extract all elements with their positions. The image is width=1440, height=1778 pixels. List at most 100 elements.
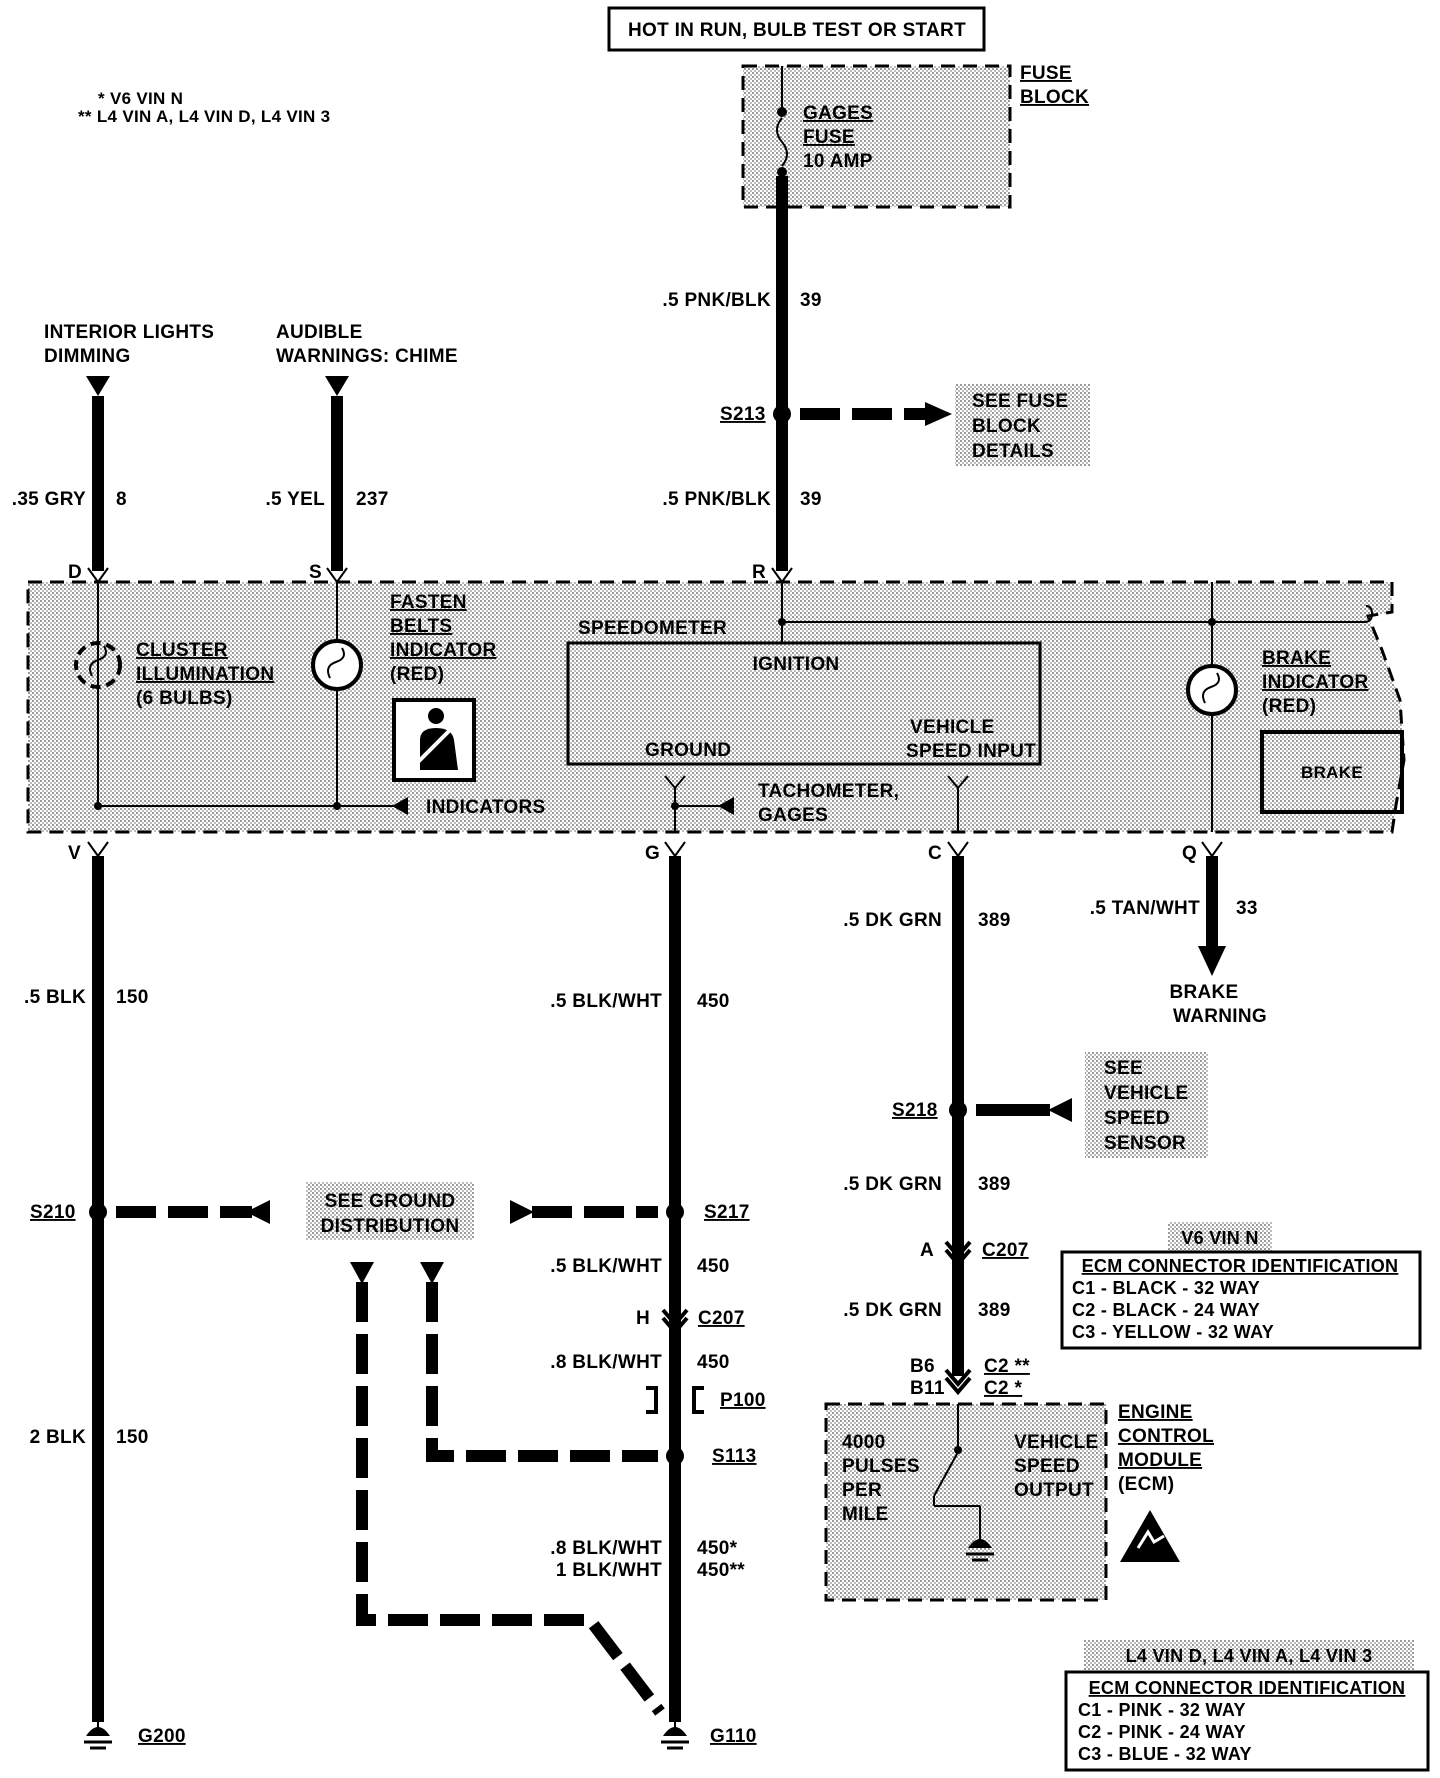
gages-fuse-label-1: GAGES bbox=[803, 103, 873, 124]
wire-389-size-2: .5 DK GRN bbox=[843, 1174, 942, 1195]
ecm-id-v6-row-1: C1 - BLACK - 32 WAY bbox=[1072, 1278, 1260, 1298]
instrument-cluster bbox=[26, 580, 1406, 834]
cluster-junction-1 bbox=[94, 802, 102, 810]
speedometer-label: SPEEDOMETER bbox=[578, 618, 727, 639]
see-ground-label-1: SEE GROUND bbox=[325, 1191, 456, 1212]
pin-s: S bbox=[309, 562, 322, 583]
wire-39-size-1: .5 PNK/BLK bbox=[662, 290, 771, 311]
wire-8-circuit: 8 bbox=[116, 489, 127, 510]
interior-lights-label-2: DIMMING bbox=[44, 346, 131, 367]
gages-fuse-rating: 10 AMP bbox=[803, 151, 873, 172]
wire-150-circuit-2: 150 bbox=[116, 1427, 149, 1448]
wire-237-size: .5 YEL bbox=[265, 489, 325, 510]
fasten-belts-label-3: INDICATOR bbox=[390, 640, 497, 661]
brake-indicator-bulb-icon bbox=[1186, 664, 1238, 716]
wire-150-size-1: .5 BLK bbox=[24, 987, 86, 1008]
wire-389-circuit-2: 389 bbox=[978, 1174, 1011, 1195]
wire-389-size-1: .5 DK GRN bbox=[843, 910, 942, 931]
pin-c: C bbox=[928, 843, 942, 864]
ecm-pulses-1: 4000 bbox=[842, 1432, 885, 1453]
wire-150-circuit-1: 150 bbox=[116, 987, 149, 1008]
pin-g: G bbox=[645, 843, 660, 864]
ground-dist-to-g110 bbox=[356, 1282, 665, 1716]
wire-39-circuit-1: 39 bbox=[800, 290, 822, 311]
fuse-block-title-2: BLOCK bbox=[1020, 87, 1089, 108]
seatbelt-icon-strap bbox=[416, 726, 454, 764]
wire-389-size-3: .5 DK GRN bbox=[843, 1300, 942, 1321]
connector-c2-label-b: C2 * bbox=[984, 1378, 1022, 1399]
ecm-box bbox=[824, 1402, 1108, 1602]
g110-label: G110 bbox=[710, 1726, 757, 1747]
s113-to-ground-dist bbox=[426, 1282, 658, 1462]
indicators-arrow bbox=[392, 797, 408, 815]
splice-s210 bbox=[89, 1203, 107, 1221]
ecm-ground-icon bbox=[968, 1539, 992, 1548]
fuse-symbol bbox=[776, 117, 788, 167]
ecm-id-l4-row-2: C2 - PINK - 24 WAY bbox=[1078, 1722, 1246, 1742]
ecm-pulses-3: PER bbox=[842, 1480, 882, 1501]
s213-arrow bbox=[925, 402, 952, 426]
p100-left bbox=[646, 1386, 658, 1414]
ignition-bus-continuation bbox=[1363, 605, 1374, 623]
seatbelt-icon-head bbox=[428, 708, 444, 724]
speedometer-ground: GROUND bbox=[645, 740, 731, 761]
brake-indicator-label-2: INDICATOR bbox=[1262, 672, 1369, 693]
see-vss-box bbox=[1085, 1052, 1208, 1158]
interior-lights-arrow bbox=[86, 376, 110, 396]
ecm-vso-2: SPEED bbox=[1014, 1456, 1080, 1477]
connector-c207-h-bottom bbox=[661, 1316, 689, 1336]
fuse-terminal-bottom bbox=[777, 167, 787, 177]
pin-r: R bbox=[752, 562, 766, 583]
ecm-title-4: (ECM) bbox=[1118, 1474, 1174, 1495]
splice-s217 bbox=[666, 1203, 684, 1221]
connector-v bbox=[87, 841, 109, 858]
wire-33-arrow bbox=[1198, 946, 1226, 976]
connector-c2-bottom bbox=[944, 1376, 972, 1396]
cluster-illum-label-2: ILLUMINATION bbox=[136, 664, 274, 685]
splice-s113 bbox=[666, 1447, 684, 1465]
interior-lights-label-1: INTERIOR LIGHTS bbox=[44, 322, 214, 343]
ecm-id-v6-tag-box bbox=[1168, 1222, 1272, 1252]
wire-389-circuit-3: 389 bbox=[978, 1300, 1011, 1321]
wire-450-size-3: .8 BLK/WHT bbox=[550, 1352, 662, 1373]
cluster-illum-filament bbox=[89, 645, 107, 677]
tach-gages-label-2: GAGES bbox=[758, 805, 828, 826]
ecm-vso-3: OUTPUT bbox=[1014, 1480, 1094, 1501]
pin-v: V bbox=[68, 843, 81, 864]
wire-450-circuit-4a: 450* bbox=[697, 1538, 738, 1559]
g110-ground-icon bbox=[663, 1727, 687, 1736]
wire-450-circuit-4b: 450** bbox=[697, 1560, 745, 1581]
wire-33-size: .5 TAN/WHT bbox=[1090, 898, 1200, 919]
p100-label: P100 bbox=[720, 1390, 766, 1411]
wire-450-size-2: .5 BLK/WHT bbox=[550, 1256, 662, 1277]
wire-450-size-4b: 1 BLK/WHT bbox=[556, 1560, 662, 1581]
cluster-illum-bulb-icon bbox=[74, 641, 122, 689]
wire-33-circuit: 33 bbox=[1236, 898, 1258, 919]
note-l4: ** L4 VIN A, L4 VIN D, L4 VIN 3 bbox=[78, 107, 330, 126]
splice-s210-label: S210 bbox=[30, 1202, 76, 1223]
gages-fuse-label-2: FUSE bbox=[803, 127, 855, 148]
audible-arrow bbox=[325, 376, 349, 396]
g200-ground-icon bbox=[86, 1727, 110, 1736]
ecm-id-l4-tag: L4 VIN D, L4 VIN A, L4 VIN 3 bbox=[1126, 1646, 1373, 1666]
audible-label-1: AUDIBLE bbox=[276, 322, 363, 343]
fuse-terminal-top bbox=[777, 107, 787, 117]
connector-c207-h-top bbox=[661, 1308, 689, 1328]
ecm-id-v6-row-3: C3 - YELLOW - 32 WAY bbox=[1072, 1322, 1274, 1342]
speedometer-vehicle-2: SPEED INPUT bbox=[906, 741, 1036, 762]
ecm-id-l4-tag-box bbox=[1084, 1640, 1414, 1670]
connector-c207-h-pin: H bbox=[636, 1308, 650, 1329]
connector-g bbox=[664, 841, 686, 858]
s217-arrow bbox=[510, 1200, 534, 1224]
splice-s218 bbox=[949, 1101, 967, 1119]
wire-39-circuit-2: 39 bbox=[800, 489, 822, 510]
see-vss-label-3: SPEED bbox=[1104, 1108, 1170, 1129]
fasten-belts-label-2: BELTS bbox=[390, 616, 452, 637]
s210-arrow bbox=[246, 1200, 270, 1224]
connector-c207-h-label: C207 bbox=[698, 1308, 745, 1329]
g200-label: G200 bbox=[138, 1726, 186, 1747]
connector-c207-a-label: C207 bbox=[982, 1240, 1029, 1261]
ecm-title-3: MODULE bbox=[1118, 1450, 1202, 1471]
connector-q bbox=[1201, 841, 1223, 858]
